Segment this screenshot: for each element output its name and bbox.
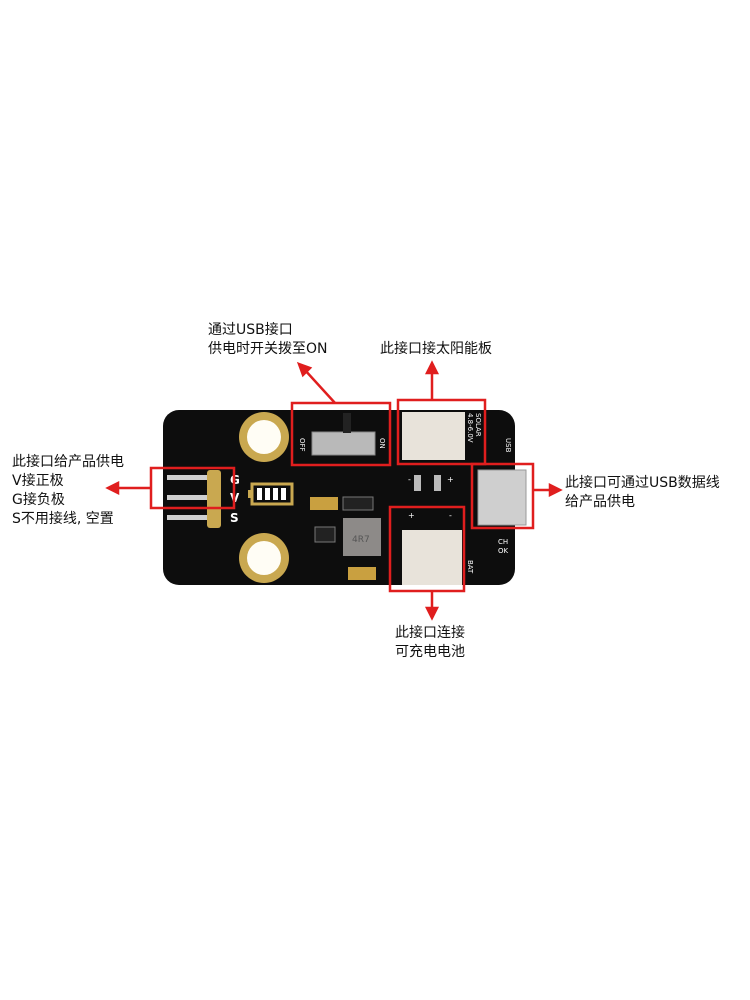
on-label: ON [378, 438, 386, 449]
battery-silk-icon [248, 482, 294, 506]
solar-label: SOLAR [474, 413, 482, 437]
usb-label: USB [504, 438, 512, 453]
highlight-box-switch [290, 401, 392, 467]
solar-plus: + [447, 475, 454, 484]
solar-connector [402, 412, 465, 460]
highlight-box-battery [388, 505, 466, 593]
diode [342, 496, 374, 511]
usb-annotation: 此接口可通过USB数据线 给产品供电 [565, 474, 720, 512]
ch-label: CH [498, 538, 508, 546]
pins-annotation-line: S不用接线, 空置 [12, 511, 114, 527]
slide-switch [311, 413, 376, 456]
inductor-label: 4R7 [352, 535, 370, 545]
usb-annotation-line: 此接口可通过USB数据线 [565, 475, 720, 491]
battery-annotation: 此接口连接 可充电电池 [395, 624, 465, 662]
switch-annotation-line: 供电时开关拨至ON [208, 341, 328, 357]
inductor [343, 518, 381, 556]
pins-annotation-line: G接负极 [12, 492, 65, 508]
solar-annotation-line: 此接口接太阳能板 [380, 341, 492, 357]
battery-annotation-line: 可充电电池 [395, 644, 465, 660]
pins-annotation: 此接口给产品供电 V接正极 G接负极 S不用接线, 空置 [12, 453, 124, 529]
usb-annotation-line: 给产品供电 [565, 494, 635, 510]
ic-chip [314, 526, 336, 543]
solar-voltage-label: 4.8-6.0V [466, 413, 474, 443]
arrow-switch [303, 368, 336, 404]
pins-annotation-line: 此接口给产品供电 [12, 454, 124, 470]
switch-annotation: 通过USB接口 供电时开关拨至ON [208, 321, 328, 359]
pin-header [167, 470, 221, 528]
highlight-box-usb [470, 462, 535, 530]
solar-minus: - [408, 475, 411, 484]
pins-annotation-line: V接正极 [12, 473, 64, 489]
solar-annotation: 此接口接太阳能板 [380, 340, 492, 359]
battery-minus: - [449, 511, 452, 520]
highlight-box-solar [396, 398, 487, 466]
battery-plus: + [408, 511, 415, 520]
off-label: OFF [298, 438, 306, 452]
capacitor [348, 567, 376, 580]
pin-s-label: S [230, 511, 239, 525]
switch-annotation-line: 通过USB接口 [208, 322, 293, 338]
capacitor [310, 497, 338, 510]
bat-label: BAT [466, 560, 474, 574]
battery-annotation-line: 此接口连接 [395, 625, 465, 641]
ok-label: OK [498, 547, 509, 555]
battery-connector [402, 530, 462, 585]
micro-usb-port [477, 469, 527, 526]
mounting-hole-bottom [239, 533, 289, 583]
mounting-hole-top [239, 412, 289, 462]
